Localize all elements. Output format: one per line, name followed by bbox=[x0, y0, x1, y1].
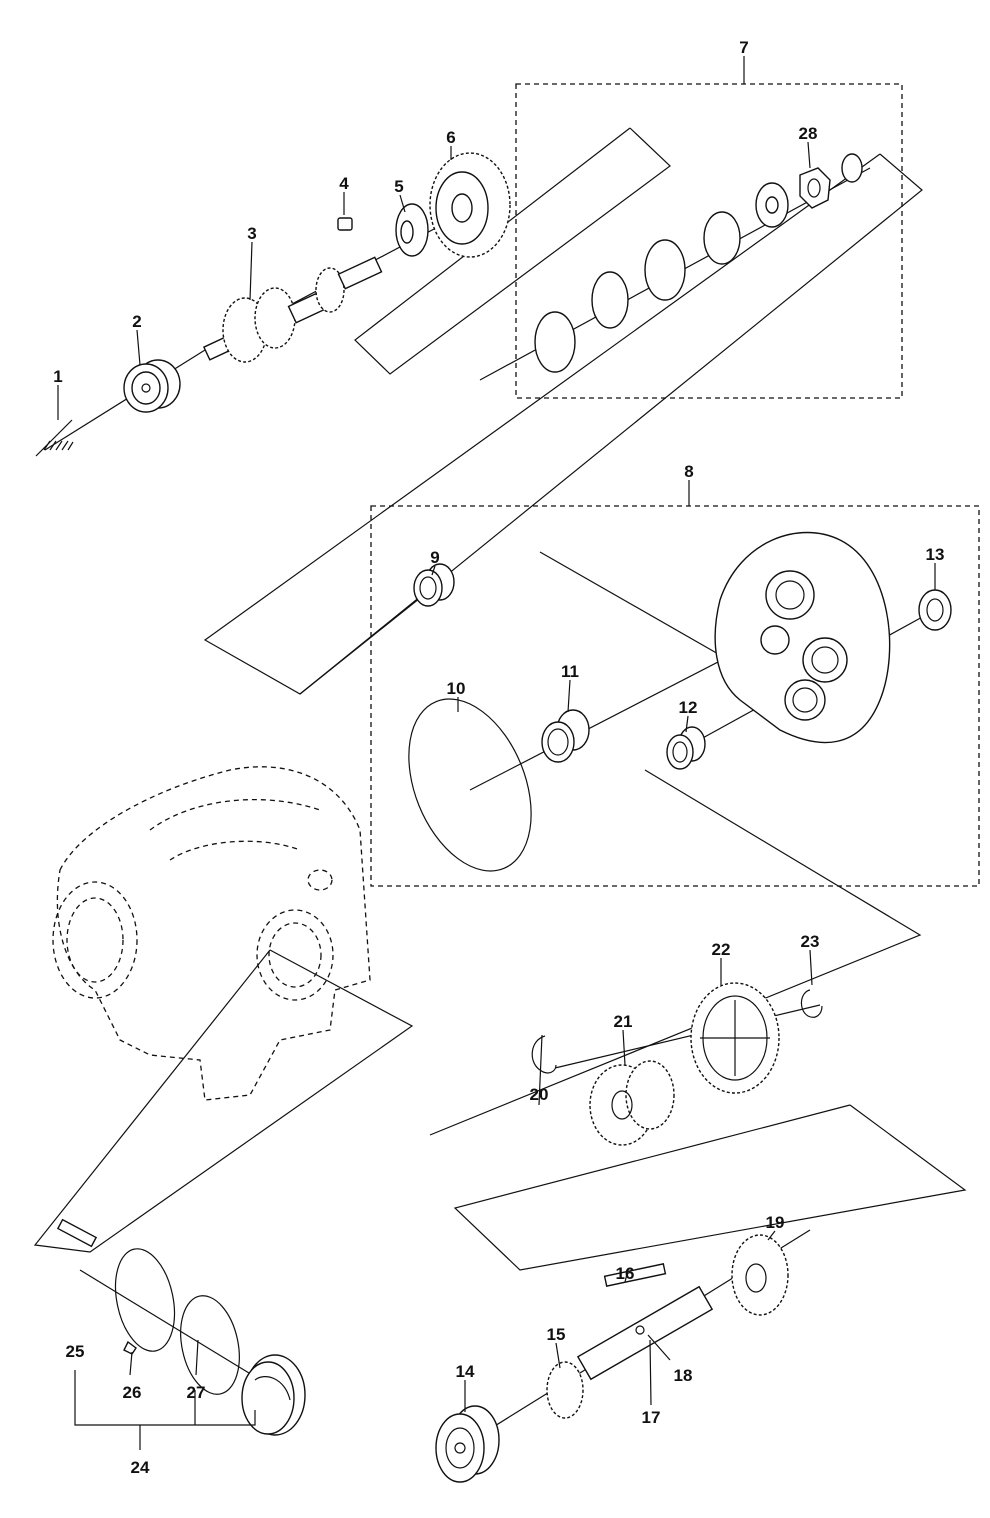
part-13-seal bbox=[918, 589, 952, 631]
axis-lines bbox=[44, 167, 936, 1461]
label-26: 26 bbox=[123, 1383, 142, 1402]
label-11: 11 bbox=[561, 662, 579, 681]
label-16: 16 bbox=[616, 1264, 635, 1283]
label-22: 22 bbox=[712, 940, 731, 959]
label-5: 5 bbox=[394, 177, 403, 196]
part-14-bearing bbox=[435, 1405, 500, 1483]
part-12-bearing bbox=[666, 726, 706, 770]
housing-cover bbox=[714, 531, 891, 744]
label-18: 18 bbox=[674, 1366, 693, 1385]
group-24-bracket bbox=[74, 1370, 256, 1450]
group-7-discs bbox=[534, 182, 789, 373]
gearbox-housing-reference bbox=[52, 766, 371, 1101]
part-16-key bbox=[603, 1263, 667, 1287]
label-8: 8 bbox=[684, 462, 693, 481]
label-20: 20 bbox=[530, 1085, 549, 1104]
label-9: 9 bbox=[430, 548, 439, 567]
label-28: 28 bbox=[799, 124, 818, 143]
label-21: 21 bbox=[614, 1012, 633, 1031]
group-8-box bbox=[370, 505, 980, 887]
label-14: 14 bbox=[456, 1362, 475, 1381]
part-4-key bbox=[337, 217, 353, 231]
part-1-spring bbox=[35, 419, 74, 457]
assembly-planes bbox=[33, 127, 967, 1271]
label-23: 23 bbox=[801, 932, 820, 951]
part-20-circlip bbox=[531, 1035, 557, 1074]
part-21-gear bbox=[589, 1060, 675, 1146]
label-13: 13 bbox=[926, 545, 945, 564]
part-10-oring bbox=[408, 698, 532, 872]
label-17: 17 bbox=[642, 1408, 661, 1427]
label-3: 3 bbox=[247, 224, 256, 243]
label-6: 6 bbox=[446, 128, 455, 147]
label-27: 27 bbox=[187, 1383, 206, 1402]
part-5-washer bbox=[395, 203, 429, 257]
leader-lines bbox=[57, 56, 936, 1412]
part-15-pinion-shaft bbox=[546, 1285, 714, 1419]
label-12: 12 bbox=[679, 698, 698, 717]
group-7-box bbox=[515, 83, 903, 399]
part-11-bearing bbox=[541, 709, 590, 763]
label-4: 4 bbox=[339, 174, 349, 193]
part-labels: 1 2 3 4 5 6 7 28 8 9 10 11 12 13 22 23 2… bbox=[53, 38, 944, 1477]
label-7: 7 bbox=[739, 38, 748, 57]
label-1: 1 bbox=[53, 367, 62, 386]
part-23-circlip bbox=[800, 989, 823, 1018]
label-2: 2 bbox=[132, 312, 141, 331]
part-9-bearing bbox=[413, 563, 455, 607]
part-6-gear bbox=[429, 152, 511, 258]
knob-assembly bbox=[56, 1218, 306, 1436]
label-10: 10 bbox=[447, 679, 466, 698]
part-3-gear-shaft bbox=[202, 256, 383, 363]
label-25: 25 bbox=[66, 1342, 85, 1361]
label-15: 15 bbox=[547, 1325, 566, 1344]
label-19: 19 bbox=[766, 1213, 785, 1232]
part-2-bearing bbox=[123, 359, 181, 413]
label-24: 24 bbox=[131, 1458, 150, 1477]
part-22-gear bbox=[690, 982, 780, 1094]
part-19-gear bbox=[731, 1234, 789, 1316]
part-28-nut bbox=[799, 153, 863, 209]
